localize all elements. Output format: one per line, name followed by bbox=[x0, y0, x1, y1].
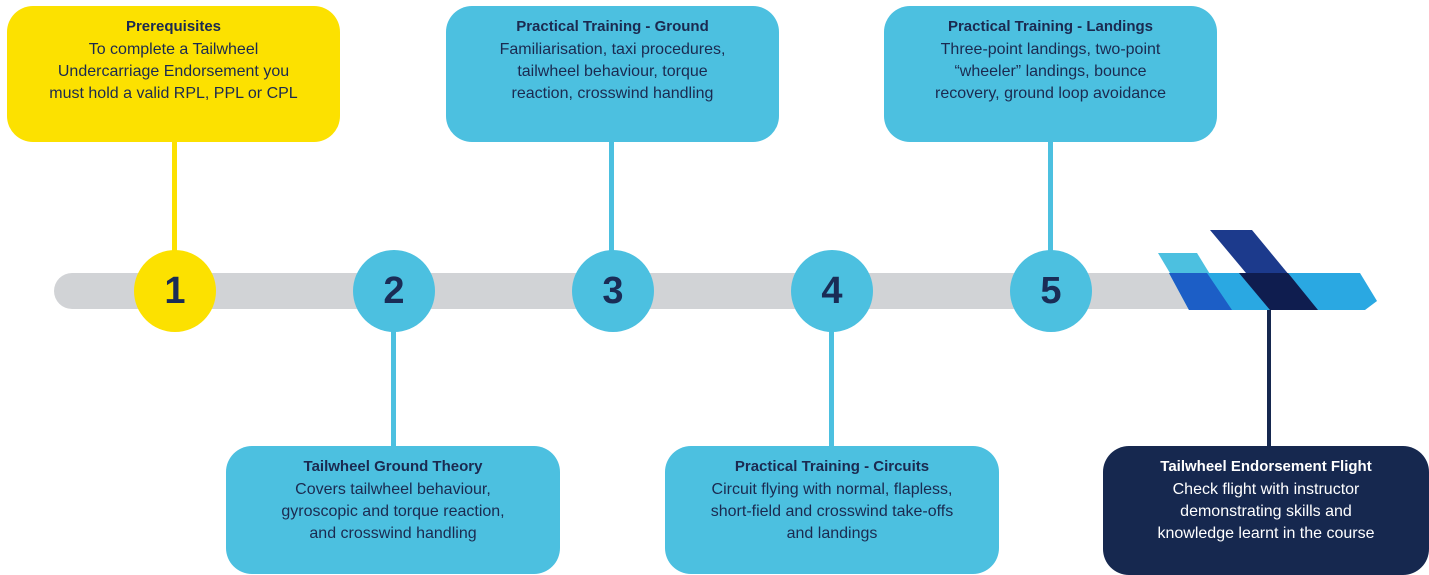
step-description-line: Circuit flying with normal, flapless, bbox=[711, 481, 953, 498]
step-description: To complete a Tailwheel Undercarriage En… bbox=[7, 39, 340, 105]
step-description-line: Undercarriage Endorsement you bbox=[57, 63, 290, 80]
step-description-line: Three-point landings, two-point bbox=[940, 41, 1161, 58]
step-card-5: Practical Training - Landings Three-poin… bbox=[884, 6, 1217, 142]
step-card-1: Prerequisites To complete a Tailwheel Un… bbox=[7, 6, 340, 142]
step-card-4: Practical Training - Circuits Circuit fl… bbox=[665, 446, 999, 574]
timeline-track bbox=[54, 273, 1344, 309]
connector-step-5 bbox=[1048, 135, 1053, 263]
step-description-line: must hold a valid RPL, PPL or CPL bbox=[49, 85, 298, 102]
connector-step-3 bbox=[609, 135, 614, 263]
final-description-line: knowledge learnt in the course bbox=[1157, 525, 1375, 542]
step-description-line: short-field and crosswind take-offs bbox=[710, 503, 954, 520]
connector-final bbox=[1267, 300, 1271, 450]
step-description-line: tailwheel behaviour, torque bbox=[517, 63, 708, 80]
connector-step-2 bbox=[391, 318, 396, 450]
step-node-4: 4 bbox=[791, 250, 873, 332]
final-card: Tailwheel Endorsement Flight Check fligh… bbox=[1103, 446, 1429, 575]
connector-step-1 bbox=[172, 135, 177, 263]
step-node-3: 3 bbox=[572, 250, 654, 332]
step-description-line: reaction, crosswind handling bbox=[511, 85, 714, 102]
step-description-line: and landings bbox=[786, 525, 878, 542]
final-title: Tailwheel Endorsement Flight bbox=[1160, 458, 1372, 475]
step-description-line: gyroscopic and torque reaction, bbox=[281, 503, 505, 520]
step-title: Practical Training - Circuits bbox=[734, 458, 930, 475]
final-description-line: demonstrating skills and bbox=[1180, 503, 1352, 520]
step-node-1: 1 bbox=[134, 250, 216, 332]
plane-tail-icon bbox=[1158, 230, 1377, 310]
step-title: Tailwheel Ground Theory bbox=[303, 458, 483, 475]
step-node-2: 2 bbox=[353, 250, 435, 332]
step-description: Familiarisation, taxi procedures, tailwh… bbox=[446, 39, 779, 105]
step-title: Practical Training - Landings bbox=[947, 18, 1154, 35]
step-node-5: 5 bbox=[1010, 250, 1092, 332]
connector-step-4 bbox=[829, 318, 834, 450]
step-description: Three-point landings, two-point “wheeler… bbox=[884, 39, 1217, 105]
step-description-line: recovery, ground loop avoidance bbox=[935, 85, 1166, 102]
step-description: Covers tailwheel behaviour, gyroscopic a… bbox=[226, 479, 560, 545]
step-description-line: Familiarisation, taxi procedures, bbox=[499, 41, 726, 58]
step-card-3: Practical Training - Ground Familiarisat… bbox=[446, 6, 779, 142]
step-description-line: and crosswind handling bbox=[309, 525, 477, 542]
step-description-line: To complete a Tailwheel bbox=[88, 41, 259, 58]
step-description: Circuit flying with normal, flapless, sh… bbox=[665, 479, 999, 545]
step-description-line: Covers tailwheel behaviour, bbox=[295, 481, 491, 498]
step-title: Prerequisites bbox=[125, 18, 222, 35]
step-title: Practical Training - Ground bbox=[516, 18, 709, 35]
final-description-line: Check flight with instructor bbox=[1172, 481, 1360, 498]
step-card-2: Tailwheel Ground Theory Covers tailwheel… bbox=[226, 446, 560, 574]
step-description-line: “wheeler” landings, bounce bbox=[954, 63, 1147, 80]
final-description: Check flight with instructor demonstrati… bbox=[1103, 479, 1429, 545]
